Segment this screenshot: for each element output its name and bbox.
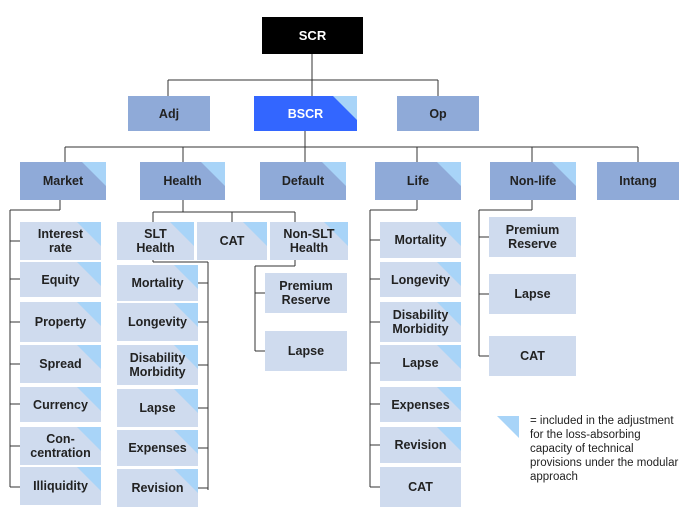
node-label: SLT Health: [136, 227, 175, 255]
node-label: Life: [406, 174, 430, 188]
node-label: Non-life: [509, 174, 557, 188]
node-h-cat: CAT: [197, 222, 267, 260]
node-label: Lapse: [139, 401, 176, 415]
node-market: Market: [20, 162, 106, 200]
node-label: Intang: [619, 174, 657, 188]
node-label: Equity: [41, 272, 80, 287]
node-hs-lapse: Lapse: [117, 389, 198, 427]
node-label: Expenses: [391, 397, 450, 412]
node-label: BSCR: [287, 106, 324, 121]
node-intang: Intang: [597, 162, 679, 200]
node-label: Longevity: [390, 272, 451, 287]
node-label: Market: [42, 174, 84, 188]
node-default: Default: [260, 162, 346, 200]
node-l-longevity: Longevity: [380, 262, 461, 297]
node-label: Revision: [394, 438, 447, 452]
lac-marker-icon: [201, 162, 225, 186]
node-label: CAT: [520, 349, 545, 363]
node-label: Con- centration: [30, 432, 91, 460]
node-m-spread: Spread: [20, 345, 101, 383]
node-label: SCR: [298, 27, 327, 43]
node-label: Mortality: [394, 233, 447, 247]
node-health: Health: [140, 162, 225, 200]
node-nl-lapse: Lapse: [489, 274, 576, 314]
lac-marker-icon: [322, 162, 346, 186]
node-label: Lapse: [287, 344, 325, 358]
node-h-nonslt: Non-SLT Health: [270, 222, 348, 260]
node-label: Disability Morbidity: [129, 351, 186, 379]
node-label: Health: [163, 174, 202, 188]
node-label: Expenses: [128, 441, 187, 455]
node-l-expenses: Expenses: [380, 387, 461, 422]
node-m-illiquidity: Illiquidity: [20, 467, 101, 505]
lac-marker-icon: [437, 162, 461, 186]
node-l-mortality: Mortality: [380, 222, 461, 258]
node-label: CAT: [408, 480, 433, 494]
node-label: Premium Reserve: [505, 223, 560, 251]
node-label: Op: [429, 106, 447, 121]
node-hs-disability: Disability Morbidity: [117, 345, 198, 385]
node-scr: SCR: [262, 17, 363, 54]
node-l-lapse: Lapse: [380, 345, 461, 381]
node-m-currency: Currency: [20, 387, 101, 422]
node-label: Illiquidity: [33, 479, 88, 493]
node-l-cat: CAT: [380, 467, 461, 507]
node-label: Property: [34, 315, 87, 329]
node-hs-longevity: Longevity: [117, 303, 198, 341]
node-life: Life: [375, 162, 461, 200]
node-nonlife: Non-life: [490, 162, 576, 200]
node-label: Default: [281, 174, 325, 188]
node-label: Currency: [33, 397, 88, 412]
legend-text: = included in the adjustment for the los…: [530, 415, 679, 483]
lac-marker-icon: [82, 162, 106, 186]
node-m-property: Property: [20, 302, 101, 342]
lac-marker-icon: [243, 222, 267, 246]
node-label: Longevity: [127, 315, 188, 329]
node-label: CAT: [219, 234, 245, 248]
lac-marker-icon: [437, 345, 461, 369]
node-nl-cat: CAT: [489, 336, 576, 376]
node-label: Mortality: [131, 276, 184, 290]
node-bscr: BSCR: [254, 96, 357, 131]
node-m-equity: Equity: [20, 262, 101, 297]
node-label: Interest rate: [37, 227, 84, 255]
node-hs-mortality: Mortality: [117, 265, 198, 301]
node-m-interest: Interest rate: [20, 222, 101, 260]
node-adj: Adj: [128, 96, 210, 131]
node-label: Lapse: [514, 287, 551, 301]
lac-marker-icon: [333, 96, 357, 120]
node-nl-premium: Premium Reserve: [489, 217, 576, 257]
node-label: Non-SLT Health: [283, 227, 335, 255]
node-m-concentration: Con- centration: [20, 427, 101, 465]
lac-marker-icon: [77, 262, 101, 286]
node-label: Spread: [39, 357, 82, 371]
node-h-slt: SLT Health: [117, 222, 194, 260]
lac-marker-icon: [174, 389, 198, 413]
node-op: Op: [397, 96, 479, 131]
node-l-revision: Revision: [380, 427, 461, 463]
node-label: Revision: [131, 481, 184, 495]
node-l-disability: Disability Morbidity: [380, 302, 461, 342]
node-hs-revision: Revision: [117, 469, 198, 507]
node-label: Premium Reserve: [279, 279, 333, 307]
node-hs-expenses: Expenses: [117, 430, 198, 466]
node-hn-premium: Premium Reserve: [265, 273, 347, 313]
node-label: Lapse: [402, 356, 439, 370]
node-hn-lapse: Lapse: [265, 331, 347, 371]
node-label: Disability Morbidity: [392, 308, 449, 336]
node-label: Adj: [158, 106, 180, 121]
